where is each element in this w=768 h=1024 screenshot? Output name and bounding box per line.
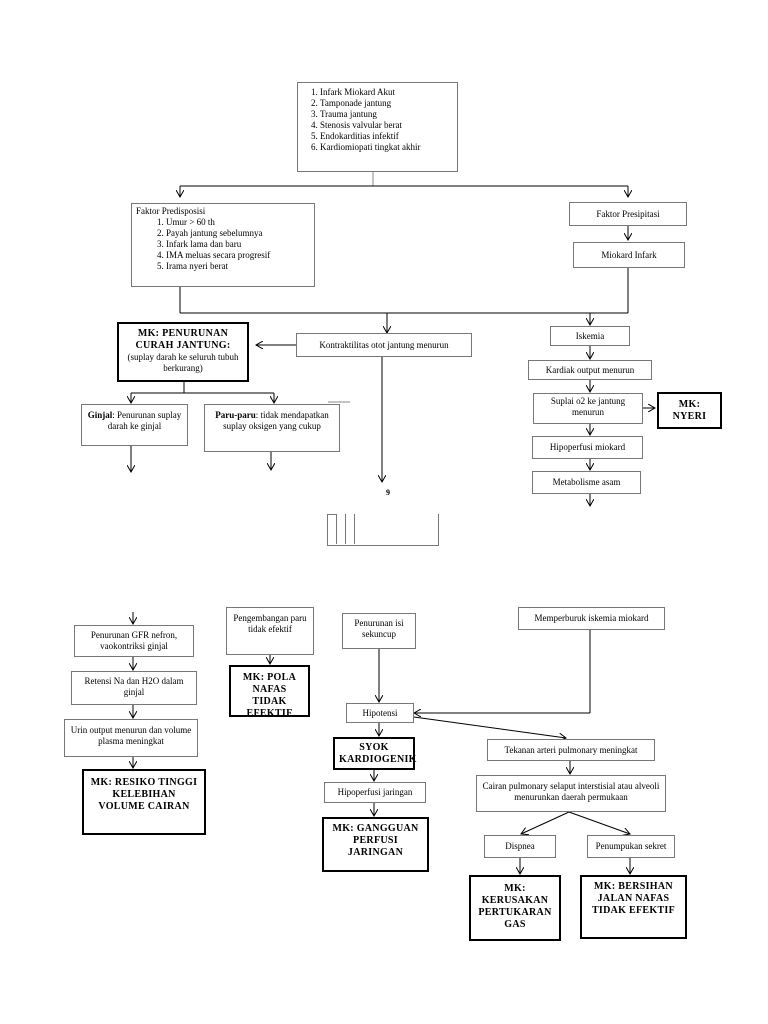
- predisposisi-item: Payah jantung sebelumnya: [166, 228, 310, 239]
- dispnea-box: Dispnea: [484, 835, 556, 858]
- syok-box: SYOK KARDIOGENIK: [333, 737, 416, 770]
- paru-label: Paru-paru: [215, 410, 256, 420]
- ginjal-text: : Penurunan suplay darah ke ginjal: [107, 410, 182, 431]
- pengembangan-box: Pengembangan paru tidak efektif: [226, 607, 314, 655]
- mk-curah-sub: (suplay darah ke seluruh tubuh berkurang…: [127, 352, 239, 373]
- cairan-pulmonary-box: Cairan pulmonary selaput interstisial at…: [476, 775, 666, 812]
- causes-list: Infark Miokard Akut Tamponade jantung Tr…: [302, 87, 453, 153]
- blank-box: [354, 514, 438, 544]
- mk-pola-box: MK: POLA NAFAS TIDAK EFEKTIF: [229, 665, 310, 719]
- mk-jalan-nafas-box: MK: BERSIHAN JALAN NAFAS TIDAK EFEKTIF: [580, 875, 687, 939]
- kontraktilitas-box: Kontraktilitas otot jantung menurun: [296, 333, 472, 357]
- suplai-o2-box: Suplai o2 ke jantung menurun: [533, 393, 643, 424]
- paru-text: : tidak mendapatkan suplay oksigen yang …: [223, 410, 329, 431]
- mk-perfusi-box: MK: GANGGUAN PERFUSI JARINGAN: [322, 817, 429, 872]
- mk-curah-jantung-box: MK: PENURUNAN CURAH JANTUNG: (suplay dar…: [117, 322, 249, 382]
- hipotensi-box: Hipotensi: [346, 703, 414, 723]
- cause-item: Tamponade jantung: [320, 98, 453, 109]
- hipoperfusi-jaringan-box: Hipoperfusi jaringan: [324, 782, 426, 803]
- cause-item: Infark Miokard Akut: [320, 87, 453, 98]
- page-number: 9: [386, 488, 390, 497]
- cause-item: Kardiomiopati tingkat akhir: [320, 142, 453, 153]
- presipitasi-box: Faktor Presipitasi: [569, 202, 687, 226]
- predisposisi-title: Faktor Predisposisi: [136, 206, 206, 216]
- predisposisi-box: Faktor Predisposisi Umur > 60 th Payah j…: [131, 203, 315, 287]
- paru-box: Paru-paru: tidak mendapatkan suplay oksi…: [204, 404, 340, 452]
- retensi-box: Retensi Na dan H2O dalam ginjal: [71, 671, 197, 705]
- hipoperfusi-miokard-box: Hipoperfusi miokard: [532, 436, 643, 459]
- ginjal-box: Ginjal: Penurunan suplay darah ke ginjal: [81, 404, 188, 446]
- miokard-infark-box: Miokard Infark: [573, 242, 685, 268]
- mk-gas-box: MK: KERUSAKAN PERTUKARAN GAS: [469, 875, 561, 941]
- cause-item: Stenosis valvular berat: [320, 120, 453, 131]
- cause-item: Trauma jantung: [320, 109, 453, 120]
- mk-nyeri-box: MK: NYERI: [657, 392, 722, 429]
- tekanan-box: Tekanan arteri pulmonary meningkat: [487, 739, 655, 761]
- memperburuk-box: Memperburuk iskemia miokard: [518, 607, 665, 630]
- predisposisi-item: IMA meluas secara progresif: [166, 250, 310, 261]
- sekret-box: Penumpukan sekret: [587, 835, 675, 858]
- predisposisi-item: Infark lama dan baru: [166, 239, 310, 250]
- metabolisme-box: Metabolisme asam: [532, 471, 641, 494]
- kardiak-output-box: Kardiak output menurun: [528, 360, 652, 380]
- mk-cairan-box: MK: RESIKO TINGGI KELEBIHAN VOLUME CAIRA…: [82, 769, 206, 835]
- predisposisi-list: Umur > 60 th Payah jantung sebelumnya In…: [136, 217, 310, 272]
- urin-box: Urin output menurun dan volume plasma me…: [64, 719, 198, 757]
- isi-sekuncup-box: Penurunan isi sekuncup: [342, 613, 416, 649]
- causes-box: Infark Miokard Akut Tamponade jantung Tr…: [297, 82, 458, 172]
- gfr-box: Penurunan GFR nefron, vaokontriksi ginja…: [74, 625, 194, 657]
- iskemia-box: Iskemia: [550, 326, 630, 346]
- cause-item: Endokarditias infektif: [320, 131, 453, 142]
- mk-curah-title: MK: PENURUNAN CURAH JANTUNG:: [135, 328, 231, 351]
- ginjal-label: Ginjal: [87, 410, 113, 420]
- predisposisi-item: Umur > 60 th: [166, 217, 310, 228]
- predisposisi-item: Irama nyeri berat: [166, 261, 310, 272]
